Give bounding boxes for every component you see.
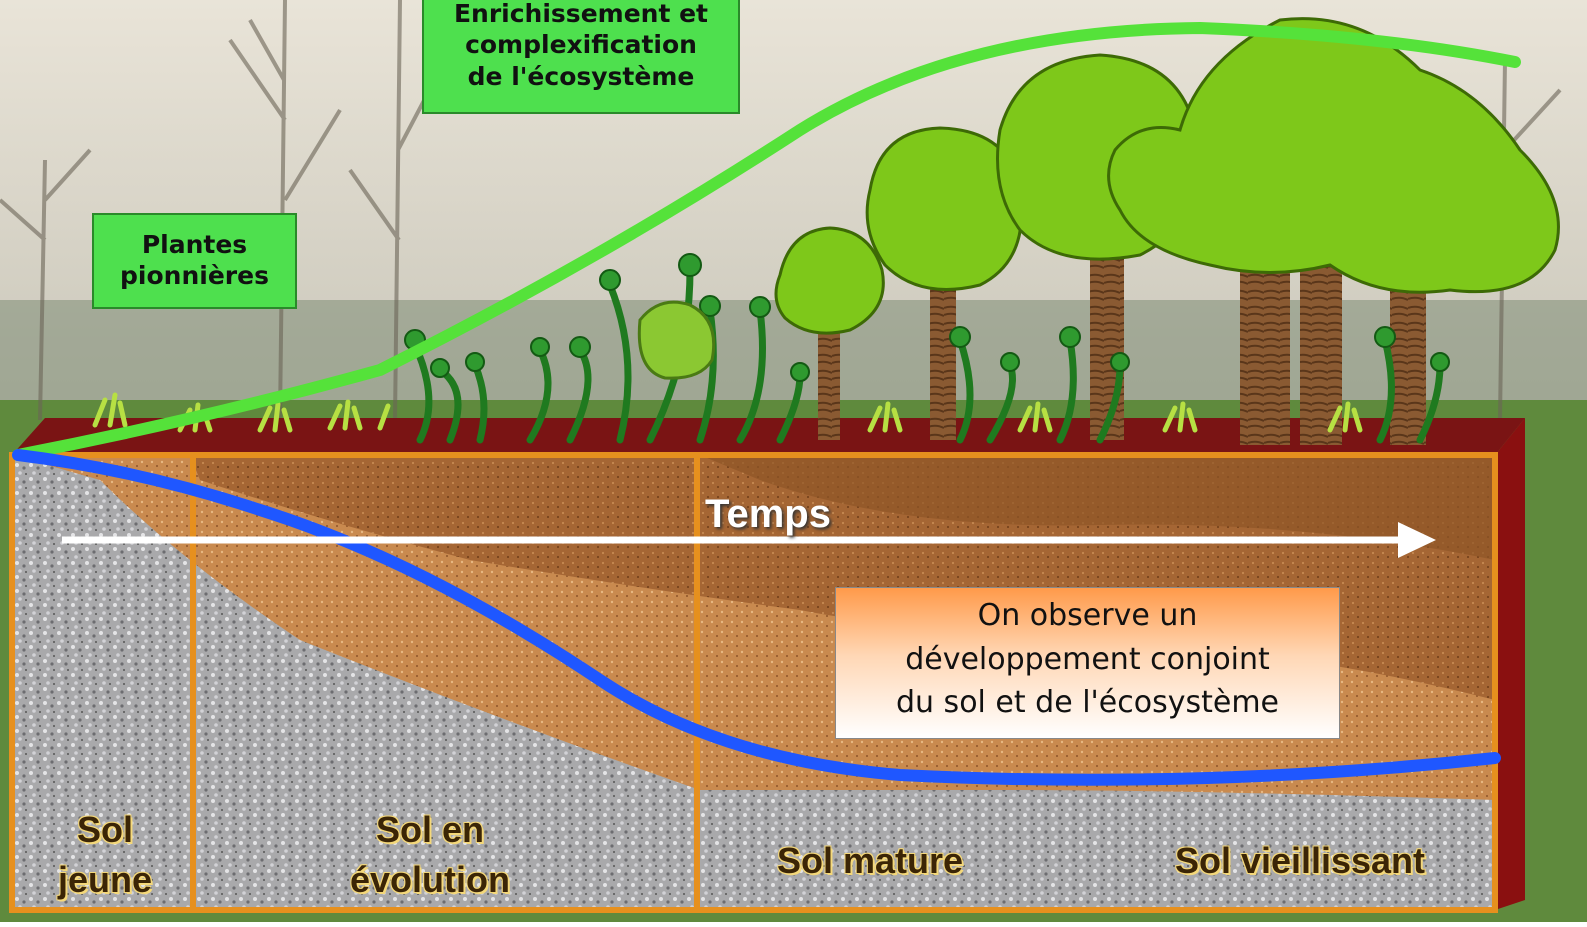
pioneer-line-1: Plantes <box>141 230 248 259</box>
organic-horizon <box>700 455 1495 560</box>
enrichment-line-2: complexification <box>465 30 697 60</box>
stage-aging-soil: Sol vieillissant <box>1174 840 1426 881</box>
grass-tufts <box>92 392 1363 433</box>
enrichment-line-1: Enrichissement et <box>453 0 709 28</box>
time-axis-label: Temps <box>705 492 831 536</box>
enrichment-line-3: de l'écosystème <box>467 61 695 91</box>
stage-evolving-line-1: Sol en <box>375 809 485 850</box>
stage-young-line-1: Sol <box>76 809 133 850</box>
stage-evolving-soil: Sol en évolution <box>300 805 560 906</box>
tree-medium <box>865 126 1024 440</box>
pioneer-plants-label: Plantes pionnières <box>92 213 297 309</box>
stage-mature-soil: Sol mature <box>776 840 964 881</box>
stage-frame <box>9 452 1498 913</box>
pioneer-line-2: pionnières <box>120 261 269 291</box>
stage-evolving-line-2: évolution <box>350 859 510 901</box>
bush <box>637 300 716 380</box>
stage-young-line-2: jeune <box>57 859 153 901</box>
observation-line-2: développement conjoint <box>905 641 1270 677</box>
soil-development-curve <box>12 449 1501 786</box>
tree-large-2 <box>1107 17 1560 445</box>
observation-callout: On observe un développement conjoint du … <box>835 587 1340 739</box>
observation-line-1: On observe un <box>977 598 1198 633</box>
time-arrow <box>62 522 1436 558</box>
shrub-buds <box>404 253 1450 382</box>
ecosystem-enrichment-label: Enrichissement et complexification de l'… <box>422 0 740 114</box>
observation-line-3: du sol et de l'écosystème <box>895 685 1280 720</box>
stage-young-soil: Sol jeune <box>30 805 180 906</box>
block-side <box>1495 418 1525 910</box>
tree-small <box>774 226 885 440</box>
block-top <box>12 418 1525 455</box>
forest-trees <box>774 17 1560 445</box>
ecosystem-curve <box>12 21 1521 461</box>
